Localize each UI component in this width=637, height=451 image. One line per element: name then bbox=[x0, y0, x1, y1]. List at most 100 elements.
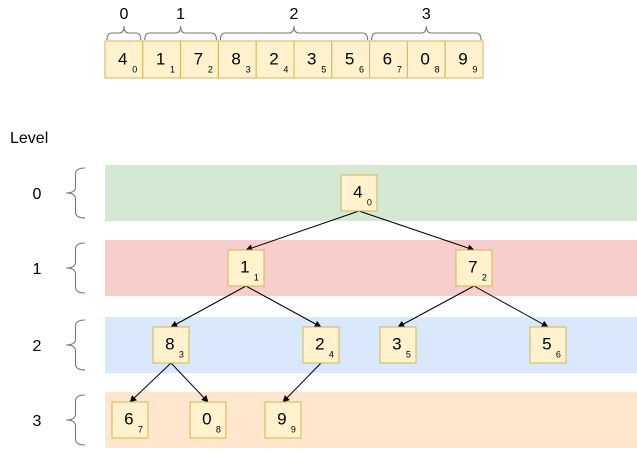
array-cell-4: 24 bbox=[255, 40, 295, 79]
cell-value: 2 bbox=[269, 49, 278, 68]
array-cell-7: 67 bbox=[369, 40, 408, 79]
cell-index: 0 bbox=[367, 198, 372, 208]
level-brace bbox=[65, 167, 86, 219]
tree-edge bbox=[170, 362, 209, 403]
cell-box bbox=[455, 249, 493, 287]
cell-index: 3 bbox=[179, 350, 184, 360]
cell-value: 8 bbox=[165, 335, 174, 354]
tree-edge bbox=[245, 285, 322, 328]
cell-value: 0 bbox=[202, 410, 211, 429]
cell-box bbox=[152, 326, 190, 364]
cell-index: 5 bbox=[321, 64, 326, 74]
array-cell-2: 72 bbox=[180, 40, 219, 79]
cell-value: 7 bbox=[194, 49, 203, 68]
cell-box bbox=[379, 326, 417, 364]
cell-box bbox=[111, 401, 149, 439]
array-cell-5: 35 bbox=[293, 40, 333, 79]
array-cell-0: 40 bbox=[104, 40, 144, 79]
cell-box bbox=[340, 174, 378, 212]
cell-index: 8 bbox=[216, 425, 221, 435]
level-label-0: 0 bbox=[33, 186, 42, 203]
cell-index: 2 bbox=[208, 64, 213, 74]
cell-index: 6 bbox=[556, 350, 561, 360]
cell-index: 6 bbox=[359, 64, 364, 74]
array-group-brace bbox=[144, 25, 217, 41]
array-cell-8: 08 bbox=[406, 40, 446, 79]
cell-box bbox=[406, 40, 446, 79]
cell-value: 3 bbox=[307, 49, 316, 68]
tree-node-6: 56 bbox=[529, 326, 567, 364]
tree-node-5: 35 bbox=[379, 326, 417, 364]
cell-box bbox=[180, 40, 219, 79]
tree-node-1: 11 bbox=[227, 249, 265, 287]
level-labels: 0 1 2 3 bbox=[33, 186, 42, 430]
level-header: Level bbox=[10, 130, 48, 147]
cell-box bbox=[369, 40, 408, 79]
tree-edge bbox=[170, 285, 247, 328]
cell-value: 6 bbox=[383, 49, 392, 68]
cell-box bbox=[142, 40, 182, 79]
array-group-braces bbox=[106, 25, 482, 41]
cell-value: 1 bbox=[240, 258, 249, 277]
tree-node-7: 67 bbox=[111, 401, 149, 439]
array-group-brace bbox=[219, 25, 369, 41]
tree-edge bbox=[282, 362, 322, 403]
level-brace bbox=[65, 394, 86, 446]
cell-value: 6 bbox=[124, 410, 133, 429]
cell-box bbox=[293, 40, 333, 79]
cell-box bbox=[529, 326, 567, 364]
tree-edge bbox=[473, 285, 549, 328]
level-label-3: 3 bbox=[33, 413, 42, 430]
cell-value: 9 bbox=[277, 410, 286, 429]
tree-edge bbox=[397, 285, 475, 328]
array-cell-6: 56 bbox=[331, 40, 371, 79]
array-group-labels: 0 1 2 3 bbox=[119, 6, 430, 23]
level-label-1: 1 bbox=[33, 261, 42, 278]
cell-index: 0 bbox=[132, 64, 137, 74]
cell-value: 0 bbox=[420, 49, 429, 68]
array-cell-9: 99 bbox=[444, 40, 484, 79]
cell-index: 7 bbox=[138, 425, 143, 435]
cell-box bbox=[104, 40, 144, 79]
array-group-label: 2 bbox=[290, 6, 299, 23]
cell-value: 9 bbox=[458, 49, 467, 68]
cell-value: 3 bbox=[392, 335, 401, 354]
tree-node-2: 72 bbox=[455, 249, 493, 287]
cell-index: 2 bbox=[482, 273, 487, 283]
cell-value: 7 bbox=[468, 258, 477, 277]
cell-value: 4 bbox=[353, 183, 362, 202]
tree-edge bbox=[245, 210, 360, 252]
cell-value: 1 bbox=[156, 49, 165, 68]
array-group-label: 0 bbox=[119, 6, 128, 23]
array-group-brace bbox=[371, 25, 482, 41]
cell-box bbox=[302, 326, 340, 364]
cell-index: 1 bbox=[254, 273, 259, 283]
cell-index: 8 bbox=[435, 64, 440, 74]
cell-value: 5 bbox=[345, 49, 354, 68]
level-braces bbox=[65, 167, 86, 446]
cell-index: 9 bbox=[291, 425, 296, 435]
tree-edge bbox=[358, 210, 475, 252]
tree-node-4: 24 bbox=[302, 326, 340, 364]
cell-value: 8 bbox=[231, 49, 240, 68]
tree-edges bbox=[129, 210, 549, 403]
cell-index: 9 bbox=[472, 64, 477, 74]
tree-edge bbox=[129, 362, 172, 403]
level-label-2: 2 bbox=[33, 338, 42, 355]
level-band-3 bbox=[105, 392, 637, 448]
array-group-label: 3 bbox=[422, 6, 431, 23]
cell-box bbox=[331, 40, 371, 79]
tree-node-8: 08 bbox=[189, 401, 227, 439]
level-brace bbox=[65, 319, 86, 371]
tree-node-0: 40 bbox=[340, 174, 378, 212]
cell-box bbox=[444, 40, 484, 79]
cell-index: 1 bbox=[170, 64, 175, 74]
array-group-brace bbox=[106, 25, 142, 41]
tree-node-3: 83 bbox=[152, 326, 190, 364]
cell-index: 7 bbox=[397, 64, 402, 74]
array-group-label: 1 bbox=[176, 6, 185, 23]
cell-index: 3 bbox=[246, 64, 251, 74]
